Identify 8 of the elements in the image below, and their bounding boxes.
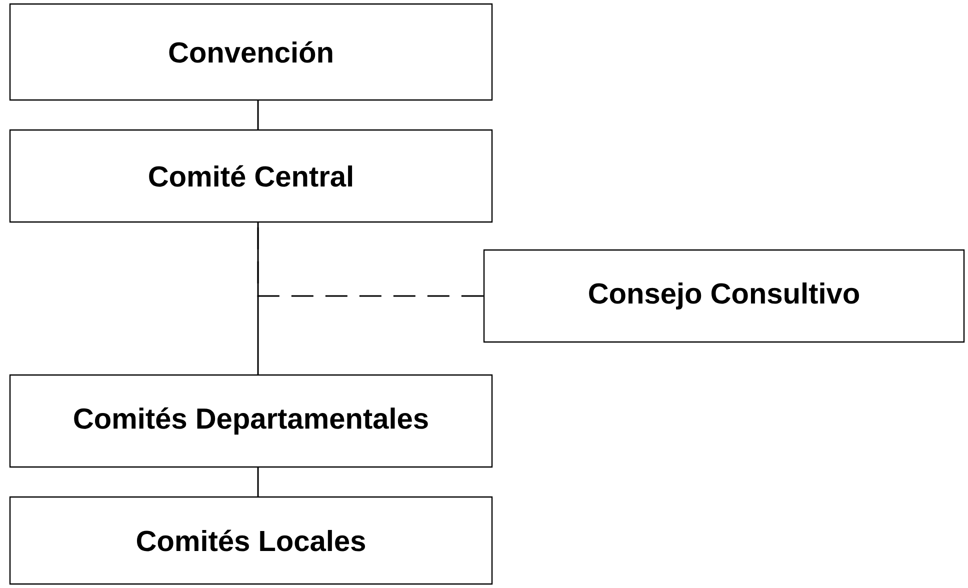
org-box: Comité Central: [9, 129, 493, 223]
connector-line: [257, 466, 259, 497]
org-box: Consejo Consultivo: [483, 249, 965, 343]
org-box: Comités Locales: [9, 496, 493, 585]
org-box: Convención: [9, 3, 493, 101]
org-box: Comités Departamentales: [9, 374, 493, 468]
connector-line: [257, 100, 259, 130]
connector-line: [257, 222, 259, 375]
